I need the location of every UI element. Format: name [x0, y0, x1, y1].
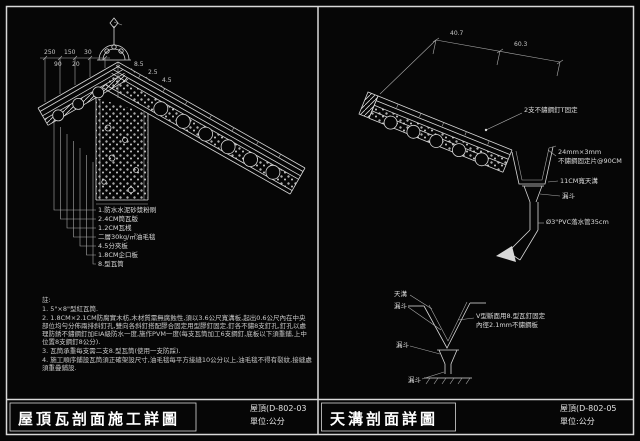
dim-label: 40.7: [450, 30, 464, 37]
layer-label-2: 1.2CM瓦桟: [98, 224, 132, 232]
dim-label: 8.5: [134, 61, 144, 68]
layer-label-4: 4.5分夾板: [98, 242, 128, 250]
left-drawing-number: 屋頂(D-802-03: [250, 404, 307, 413]
gutter-channel: [511, 145, 557, 185]
dimension-lines-left: [40, 55, 166, 102]
layer-label-1: 2.4CM筒瓦版: [98, 215, 138, 223]
label-stainless-nail: 2支不鏽鋼釘T固定: [524, 106, 578, 114]
left-drawing-unit: 單位:公分: [250, 417, 285, 426]
detail-label-funnel-a: 漏斗: [394, 302, 407, 310]
dim-label: 150: [64, 49, 76, 56]
detail-label-funnel-b: 漏斗: [396, 341, 409, 349]
right-drawing-unit: 單位:公分: [560, 417, 595, 426]
note-1: 1. 5"×8"型紅瓦筒.: [42, 305, 99, 313]
label-funnel: 漏斗: [562, 192, 575, 200]
gutter-leader-lines: [484, 112, 561, 224]
gutter-section-drawing: [358, 37, 564, 385]
notes-block: 註: 1. 5"×8"型紅瓦筒. 2. 1.8CM×2.1CM防腐實木枋,木材質…: [42, 296, 312, 373]
notes-title: 註:: [42, 296, 51, 304]
dimension-lines-right: [379, 37, 564, 95]
layer-label-5: 1.8CM企口板: [98, 251, 138, 259]
layer-label-3: 二層30kg/㎡油毛毯: [98, 233, 156, 241]
dim-label: 30: [84, 49, 92, 56]
right-drawing-title: 天溝剖面詳圖: [330, 410, 439, 428]
ridge-ornament-icon: [97, 17, 131, 61]
dim-label: 2.5: [148, 69, 158, 76]
note-2: 2. 1.8CM×2.1CM防腐實木枋,木材質需無腐蝕性,須以3.6公尺寬溝板,…: [42, 314, 307, 346]
downspout: [496, 185, 544, 262]
label-gutter-width: 11CM寬天溝: [560, 177, 598, 185]
label-strap-size: 24mm×3mm: [558, 148, 602, 156]
roof-section-drawing: [37, 17, 306, 265]
layer-leader-lines: [53, 120, 96, 265]
dim-label: 4.5: [162, 77, 172, 84]
detail-note-2: 內徑2.1mm不鏽鋼板: [476, 321, 539, 329]
roof-slope-left: [37, 61, 129, 126]
detail-label-funnel-c: 漏斗: [408, 376, 421, 384]
roof-slope-right: [103, 61, 306, 195]
v-gutter-detail: [407, 294, 486, 385]
gutter-roof-slope: [358, 91, 513, 173]
dim-label: 60.3: [514, 41, 528, 48]
label-pvc-pipe: Ø3"PVC落水管35cm: [546, 218, 609, 226]
detail-label-gutter: 天溝: [394, 290, 407, 298]
label-strap-spacing: 不鏽鋼固定片@90CM: [558, 157, 622, 165]
wall-section: [95, 62, 149, 205]
note-4: 4. 施工順序鋪設瓦筒須正確架設尺寸,油毛毯每平方接縫10公分以上,油毛毯不得有…: [42, 356, 312, 372]
note-3: 3. 瓦筒承重每支需二支8.型瓦筒(使用一支防踩).: [42, 347, 181, 355]
sheet-frame: [5, 5, 635, 436]
left-drawing-title: 屋頂瓦剖面施工詳圖: [18, 410, 181, 428]
dim-label: 250: [44, 49, 56, 56]
detail-note-1: V型斷面用8.型瓦釘固定: [476, 312, 546, 320]
layer-label-6: 8.型瓦筒: [98, 260, 124, 268]
dim-label: 90: [54, 61, 62, 68]
layer-label-0: 1.防水水泥砂漿粉刷: [98, 206, 157, 214]
right-drawing-number: 屋頂(D-802-05: [560, 404, 617, 413]
dim-label: 20: [72, 61, 80, 68]
